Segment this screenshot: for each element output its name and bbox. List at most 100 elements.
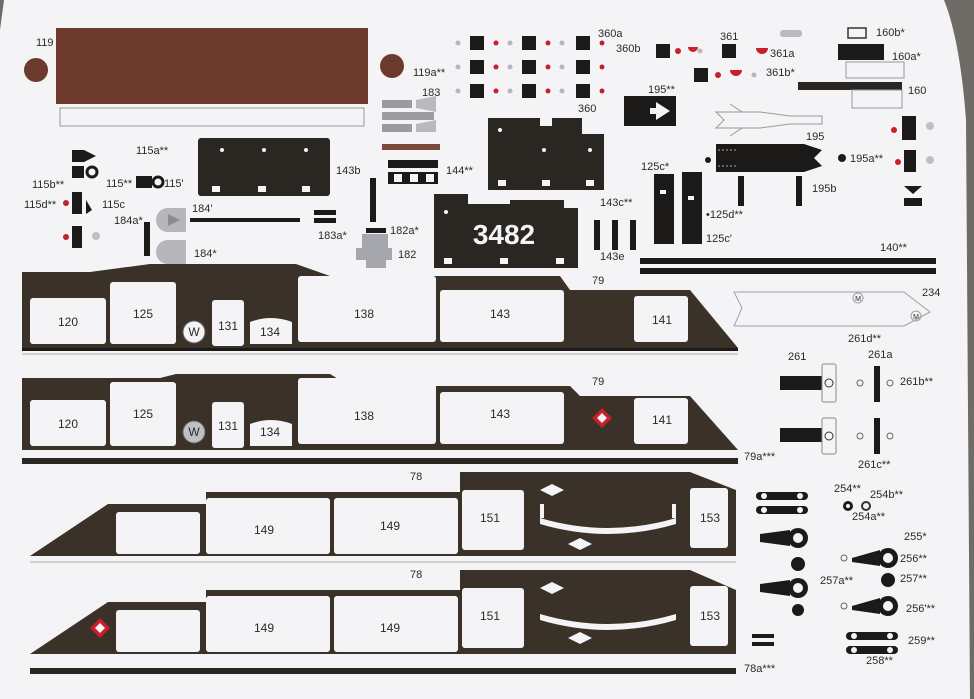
part-label-184s: 184* — [194, 248, 217, 260]
part-label-140: 140** — [880, 242, 908, 254]
part-labels: 119119a**183360a360b360361361a361b*160b*… — [24, 27, 940, 675]
part-label-254: 254** — [834, 483, 862, 495]
part-label-360a: 360a — [598, 28, 623, 40]
part-3482-plate — [434, 194, 578, 268]
part-label-115d: 115d** — [24, 199, 57, 211]
part-119-panel — [56, 28, 368, 104]
part-label-160: 160 — [908, 85, 926, 97]
part-119a-grid — [470, 36, 590, 98]
part-label-261a: 261a — [868, 349, 893, 361]
part-label-195b: 195b — [812, 183, 836, 195]
part-label-115a: 115a** — [136, 145, 169, 157]
hull-panel-78-top — [30, 472, 736, 563]
part-143c — [594, 220, 636, 250]
part-label-184a: 184a* — [114, 215, 143, 227]
part-circle-right — [380, 54, 404, 78]
part-label-125c: 125c* — [641, 161, 670, 173]
part-label-143e: 143e — [600, 251, 624, 263]
part-label-79b: 79 — [592, 376, 604, 388]
hull-panel-78-bottom — [30, 570, 774, 674]
part-label-125cp: 125c' — [706, 233, 732, 245]
part-195 — [705, 144, 846, 206]
panel-label: 153 — [700, 609, 720, 623]
part-strip-brown — [382, 144, 440, 150]
panel-label: 134 — [260, 325, 280, 339]
part-361-group — [656, 44, 768, 82]
part-195s — [624, 96, 676, 126]
part-label-259: 259** — [908, 635, 936, 647]
part-label-79a: 79a*** — [744, 451, 776, 463]
panel-label: 149 — [380, 621, 400, 635]
panel-label: 141 — [652, 313, 672, 327]
part-261-group — [780, 363, 894, 455]
part-125c — [654, 172, 702, 244]
panel-label: W — [188, 425, 200, 439]
panel-label: 141 — [652, 413, 672, 427]
hull-panel-79-bottom — [22, 374, 738, 464]
part-label-261d: 261d** — [848, 333, 882, 345]
panel-label: M — [913, 314, 919, 321]
panel-label: 125 — [133, 407, 153, 421]
part-label-182: 182 — [398, 249, 416, 261]
part-182 — [314, 178, 392, 268]
part-115-group — [63, 150, 165, 256]
part-label-361b: 361b* — [766, 67, 795, 79]
panel-label: 151 — [480, 609, 500, 623]
part-label-361a: 361a — [770, 48, 795, 60]
part-label-254a: 254a** — [852, 511, 886, 523]
part-label-143c: 143c** — [600, 197, 633, 209]
part-label-184p: 184' — [192, 203, 212, 215]
hull-panel-79-top — [22, 264, 738, 355]
insignia-cross — [592, 408, 612, 428]
panel-label: 138 — [354, 409, 374, 423]
part-label-115s: 115** — [106, 178, 133, 190]
panel-label: 151 — [480, 511, 500, 525]
panel-label: 120 — [58, 417, 78, 431]
part-143b — [198, 138, 330, 196]
part-label-195s: 195** — [648, 84, 676, 96]
panel-label: W — [188, 325, 200, 339]
part-label-256: 256** — [900, 553, 928, 565]
part-label-78t: 78 — [410, 471, 422, 483]
part-label-361: 361 — [720, 31, 738, 43]
part-circle-left — [24, 58, 48, 82]
part-label-115b: 115b** — [32, 179, 65, 191]
part-119a-dots — [455, 40, 605, 94]
part-label-257: 257** — [900, 573, 928, 585]
part-label-258: 258** — [866, 655, 894, 667]
part-label-79t: 79 — [592, 275, 604, 287]
part-160-group — [798, 27, 905, 109]
part-label-256p: 256'** — [906, 603, 936, 615]
part-label-254b: 254b** — [870, 489, 904, 501]
part-label-195: 195 — [806, 131, 824, 143]
part-184 — [156, 208, 300, 264]
part-label-195a: 195a** — [850, 153, 884, 165]
part-254-group — [756, 492, 898, 654]
part-label-261: 261 — [788, 351, 806, 363]
part-label-182a: 182a* — [390, 225, 419, 237]
part-right-small — [891, 116, 934, 206]
part-label-119: 119 — [36, 37, 54, 49]
part-label-143b: 143b — [336, 165, 360, 177]
part-label-119a: 119a** — [413, 67, 446, 79]
part-144 — [388, 160, 438, 184]
panel-label: 149 — [254, 523, 274, 537]
part-label-125d: •125d** — [706, 209, 744, 221]
panel-label: 149 — [380, 519, 400, 533]
insignia-cross-78 — [90, 618, 110, 638]
part-label-261b: 261b** — [900, 376, 934, 388]
part-label-78a: 78a*** — [744, 663, 776, 675]
panel-label: 131 — [218, 419, 238, 433]
part-rocket-outline — [714, 103, 823, 137]
part-183 — [382, 96, 436, 132]
part-center-plate — [488, 118, 604, 190]
part-label-360b: 360b — [616, 43, 640, 55]
part-label-115c: 115c — [102, 199, 126, 211]
panel-label: 153 — [700, 511, 720, 525]
panel-label: 143 — [490, 407, 510, 421]
panel-labels: 120 125 W 131 134 138 143 141 120 125 W … — [58, 296, 919, 635]
part-140 — [640, 258, 936, 274]
part-label-160b: 160b* — [876, 27, 905, 39]
